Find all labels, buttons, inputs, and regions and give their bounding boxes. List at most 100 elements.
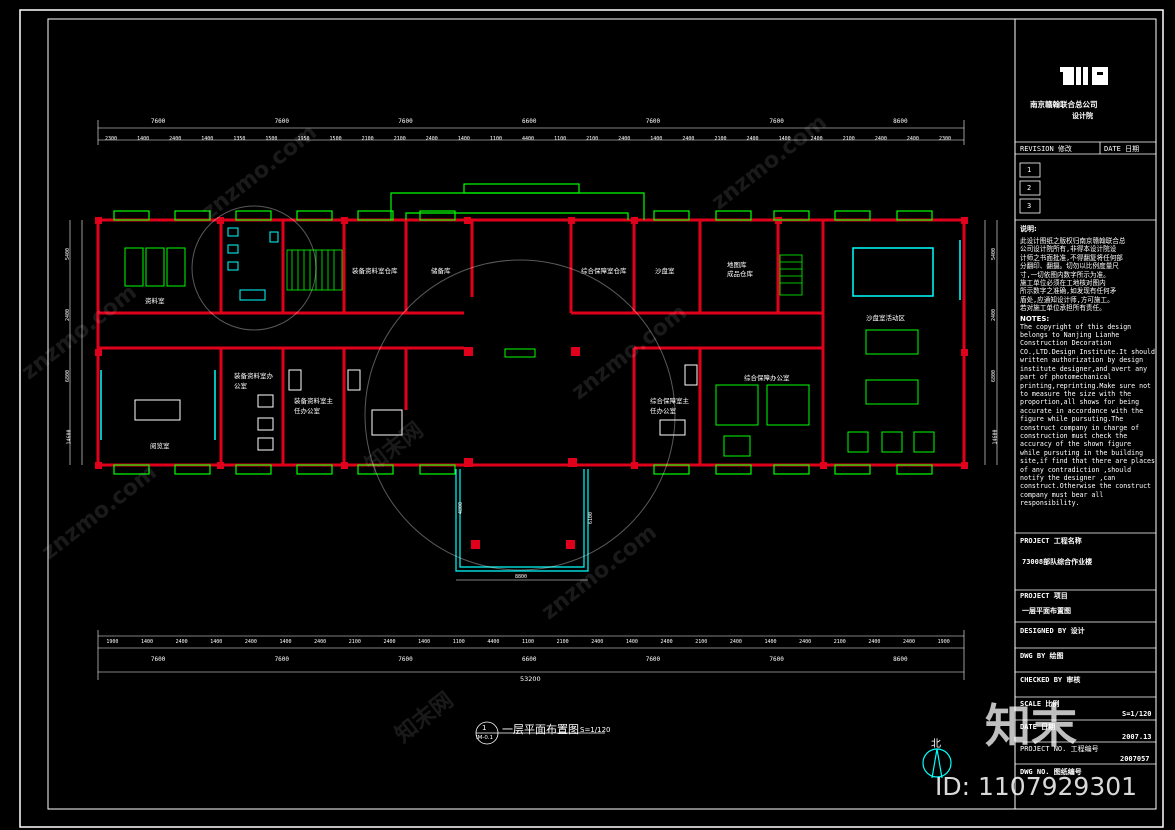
dimension-text: 14600 [66,429,73,445]
date-value: 2007.13 [1122,733,1152,741]
dimension-text: 2100 [842,136,855,142]
room-label: 综合保障室仓库 [581,267,627,275]
notes-line: construct.Otherwise the construct [1020,482,1152,491]
notes-line: 计师之书面批准,不得翻复将任何部 [1020,253,1123,262]
dimension-text: 1350 [233,136,246,142]
dimension-lines [69,120,998,680]
notes-line: 盾处,应通知设计师,方可施工。 [1020,295,1114,304]
dimension-text: 2300 [938,136,951,142]
dimension-text: 2100 [714,136,727,142]
company-institute: 设计院 [1072,112,1093,120]
revision-header: REVISION 修改 [1020,145,1072,153]
title-block-lines [1015,141,1156,765]
notes-line: figure while pursuting.The [1020,415,1124,424]
room-label: 储备库 [431,267,451,275]
windows [113,210,933,475]
drawing-label: PROJECT 项目 [1020,592,1068,600]
drawing-ref [475,721,605,745]
dimension-text: 1500 [265,136,278,142]
room-label: 地图库 [727,261,747,269]
furniture [124,247,935,457]
dimension-text: 7600 [274,656,290,663]
notes-line: printing,reprinting.Make sure not [1020,381,1152,390]
dimension-text: 1400 [279,639,292,645]
dimension-text: 2400 [682,136,695,142]
dimension-text: 6800 [991,370,998,383]
notes-line: to measure the size with the [1020,389,1132,398]
revision-item: 2 [1027,184,1032,192]
dimension-text: 6600 [522,656,537,663]
company-name: 南京赣翰联合总公司 [1030,100,1098,109]
dimension-text: 2400 [618,136,631,142]
dimension-text: 5400 [991,247,998,260]
dimension-text: 2100 [695,639,708,645]
dimension-text: 7600 [274,118,290,125]
company-logo [1060,67,1108,85]
dimension-text: 1900 [937,639,950,645]
notes-line: construction must check the [1020,431,1128,440]
total-width: 53200 [520,675,541,683]
notes-line: notify the designer ,can [1020,473,1116,482]
dimension-text: 6800 [65,370,72,383]
dimension-text: 1400 [140,639,153,645]
dimension-text: 2400 [799,639,812,645]
dimension-text: 2100 [361,136,374,142]
room-label: 装备资料室办公室 [234,372,273,390]
notes-line: 所示数字之准确,如发现有任何矛 [1020,287,1117,296]
notes-line: part of photomechanical [1020,373,1112,382]
notes-line: 寸,一切依图内数字所示为准。 [1020,270,1110,279]
dimension-text: 2400 [991,308,998,321]
notes-block: 说明: 此设计图纸之版权归南京赣翰联合总公司设计院所有,非得本设计院设计师之书面… [1020,224,1155,508]
revision-item: 3 [1027,202,1032,210]
dimension-text: 2400 [175,639,188,645]
walls [96,218,966,467]
dimension-text: 1400 [650,136,663,142]
dimension-text: 1500 [329,136,342,142]
room-label: 综合保障室主任办公室 [650,397,689,415]
date-label: DATE 日期 [1020,723,1056,731]
dimension-text: 2100 [586,136,599,142]
dimension-text: 2400 [810,136,823,142]
dimension-text: 7600 [645,118,661,125]
dimension-text: 2400 [591,639,604,645]
project-no-label: PROJECT NO. 工程编号 [1020,745,1099,753]
dimension-text: 1400 [201,136,214,142]
watermark-id: ID: 1107929301 [935,772,1138,801]
dimension-text: 4400 [522,136,535,142]
notes-line: accurate in accordance with the [1020,406,1144,415]
notes-line: of any contradiction ,should [1020,465,1132,474]
columns [95,217,968,549]
dimension-text: 6600 [522,118,537,125]
dimension-text: 1400 [764,639,777,645]
notes-line: institute designer,and avert any [1020,364,1148,373]
dimension-text: 2400 [314,639,327,645]
dimension-text: 1400 [778,136,791,142]
notes-line: responsibility. [1020,499,1080,508]
dimension-text: 1900 [106,639,119,645]
entrance-canopy [390,183,645,220]
dimension-text: 7600 [645,656,661,663]
checked-by: CHECKED BY 审核 [1020,676,1081,684]
dimension-text: 7600 [769,118,784,125]
drawing-ref-number: 1 [482,724,487,732]
drawn-by: DWG BY 绘图 [1020,652,1064,660]
dimension-text: 1400 [418,639,431,645]
notes-title: 说明: [1020,225,1037,233]
notes-line: site,if find that there are places [1020,457,1155,466]
drawing-ref-sheet: IM-0.1 [476,735,494,741]
dimension-text: 8800 [515,574,528,580]
notes-line: written authorization by design [1020,356,1144,365]
project-no-value: 2007057 [1120,755,1150,763]
room-label: 装备资料室仓库 [352,267,398,275]
porch [455,469,589,572]
dimension-text: 7600 [150,656,166,663]
dimension-text: 2400 [746,136,759,142]
window-glazing [100,240,961,440]
dimension-text: 5400 [65,247,72,260]
room-label: 成品仓库 [727,270,753,278]
dimension-text: 14600 [992,429,999,445]
dimension-text: 2100 [833,639,846,645]
dimension-text: 1100 [489,136,502,142]
toilet-fixtures [227,227,279,301]
